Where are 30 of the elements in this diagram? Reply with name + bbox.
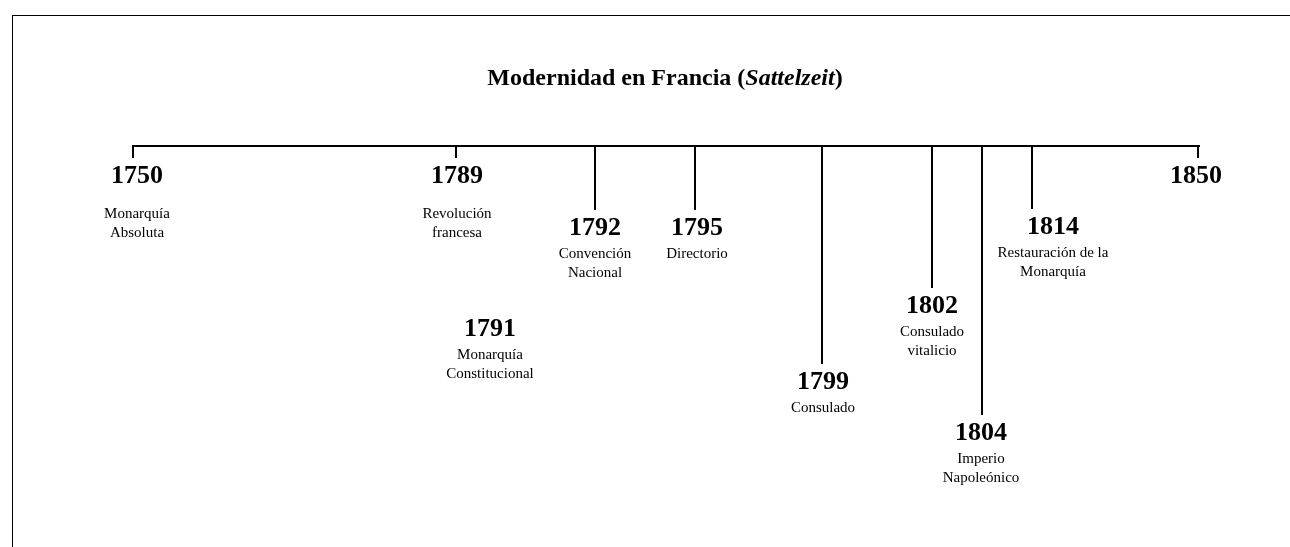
event-year: 1792 — [569, 212, 621, 242]
event-year: 1750 — [111, 160, 163, 190]
event-description: Monarquía Constitucional — [445, 345, 535, 383]
event-year: 1789 — [431, 160, 483, 190]
tick-line — [594, 146, 596, 211]
event-year: 1795 — [671, 212, 723, 242]
event-description: Imperio Napoleónico — [941, 449, 1021, 487]
event-description: Directorio — [666, 244, 728, 263]
tick-line — [931, 146, 933, 289]
tick-line — [455, 146, 457, 159]
tick-line — [1031, 146, 1033, 210]
event-year: 1814 — [1027, 211, 1079, 241]
tick-line — [132, 146, 134, 159]
event-description: Convención Nacional — [557, 244, 633, 282]
event-year: 1850 — [1170, 160, 1222, 190]
event-year: 1804 — [955, 417, 1007, 447]
timeline-axis — [132, 145, 1200, 147]
tick-line — [821, 146, 823, 365]
event-description: Monarquía Absoluta — [103, 204, 171, 242]
event-description: Consulado vitalicio — [898, 322, 966, 360]
event-year: 1791 — [464, 313, 516, 343]
tick-line — [1197, 146, 1199, 159]
event-description: Consulado — [790, 398, 856, 417]
event-year: 1802 — [906, 290, 958, 320]
diagram-title: Modernidad en Francia (Sattelzeit) — [486, 63, 844, 92]
tick-line — [694, 146, 696, 211]
tick-line — [981, 146, 983, 416]
event-description: Restauración de la Monarquía — [996, 243, 1110, 281]
event-description: Revolución francesa — [421, 204, 493, 242]
event-year: 1799 — [797, 366, 849, 396]
